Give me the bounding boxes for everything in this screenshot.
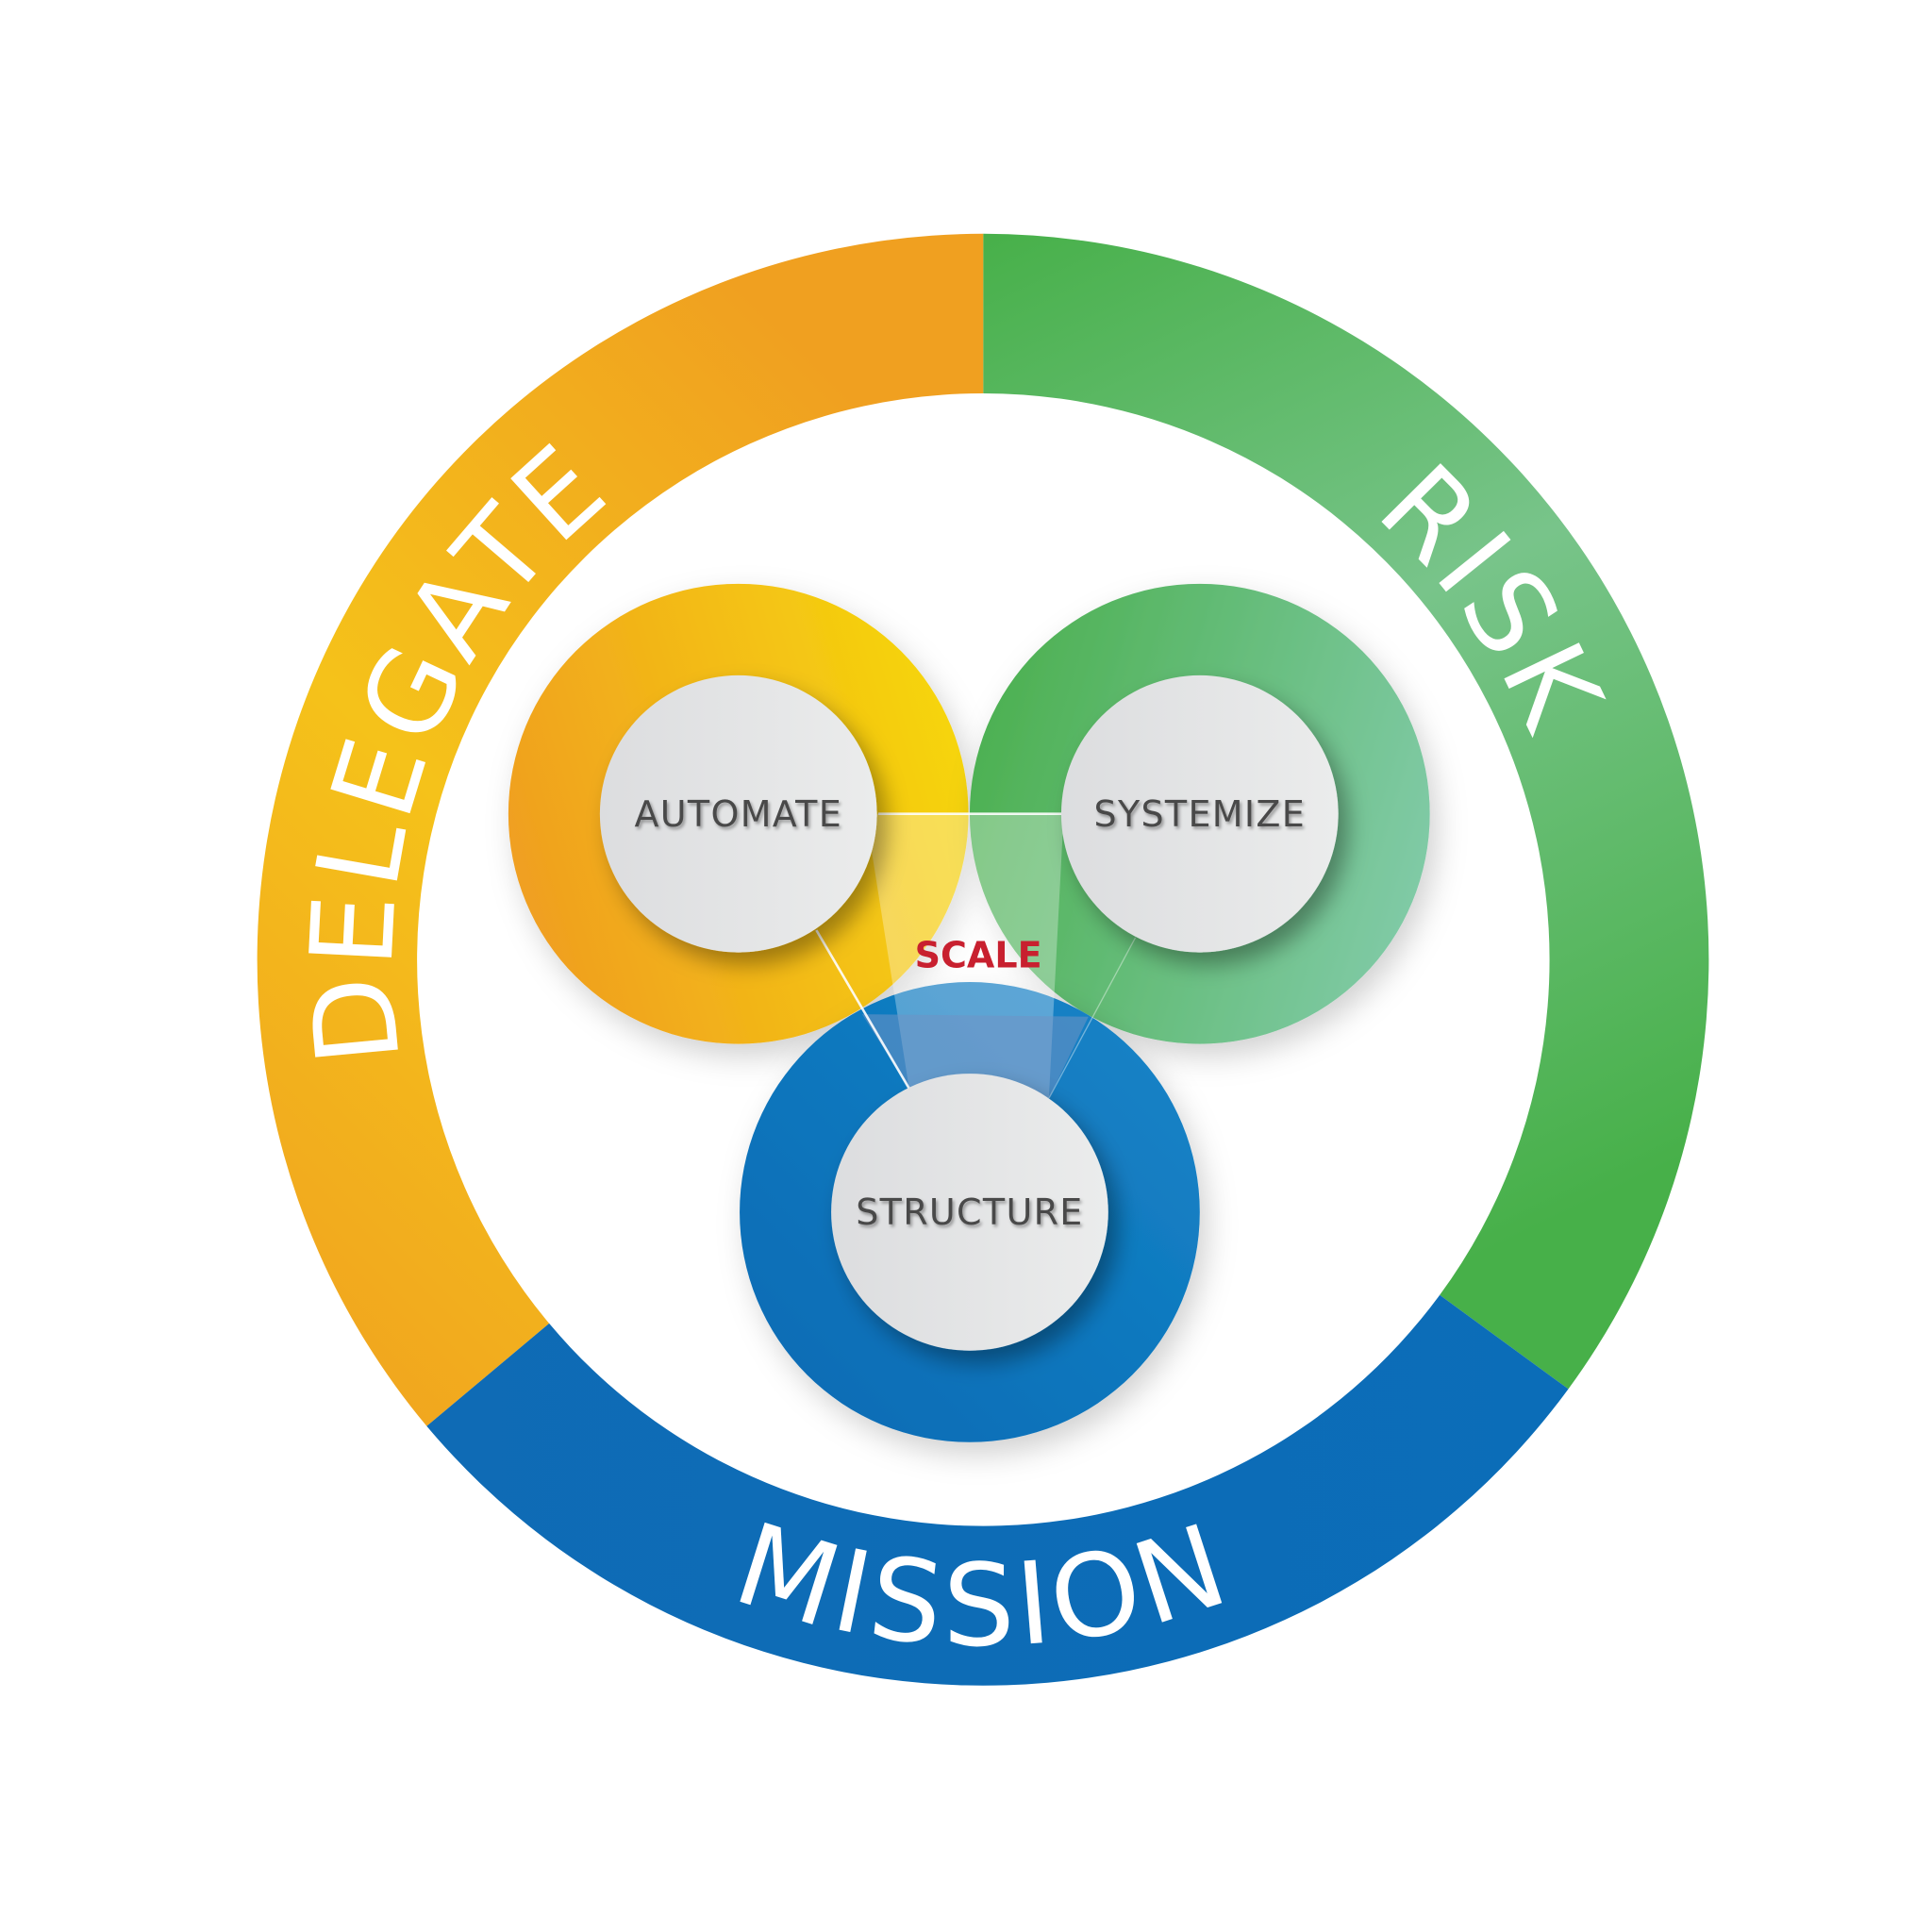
automate-disc (599, 675, 877, 953)
structure-disc (831, 1074, 1108, 1351)
ring-segment-risk (983, 233, 1709, 1390)
scale-label: SCALE (915, 934, 1042, 975)
scale-connector-overlap (861, 1014, 1089, 1099)
mission-label: MISSION (721, 1498, 1245, 1673)
ring-segment-delegate (257, 233, 984, 1426)
connector-line (815, 929, 910, 1090)
connector-line (1048, 937, 1137, 1099)
ring-segment-mission (426, 1294, 1569, 1686)
structure-label: STRUCTURE (856, 1191, 1083, 1233)
systemize-disc (1060, 675, 1339, 953)
systemize-label: SYSTEMIZE (1094, 793, 1307, 835)
automate-label: AUTOMATE (634, 793, 842, 835)
